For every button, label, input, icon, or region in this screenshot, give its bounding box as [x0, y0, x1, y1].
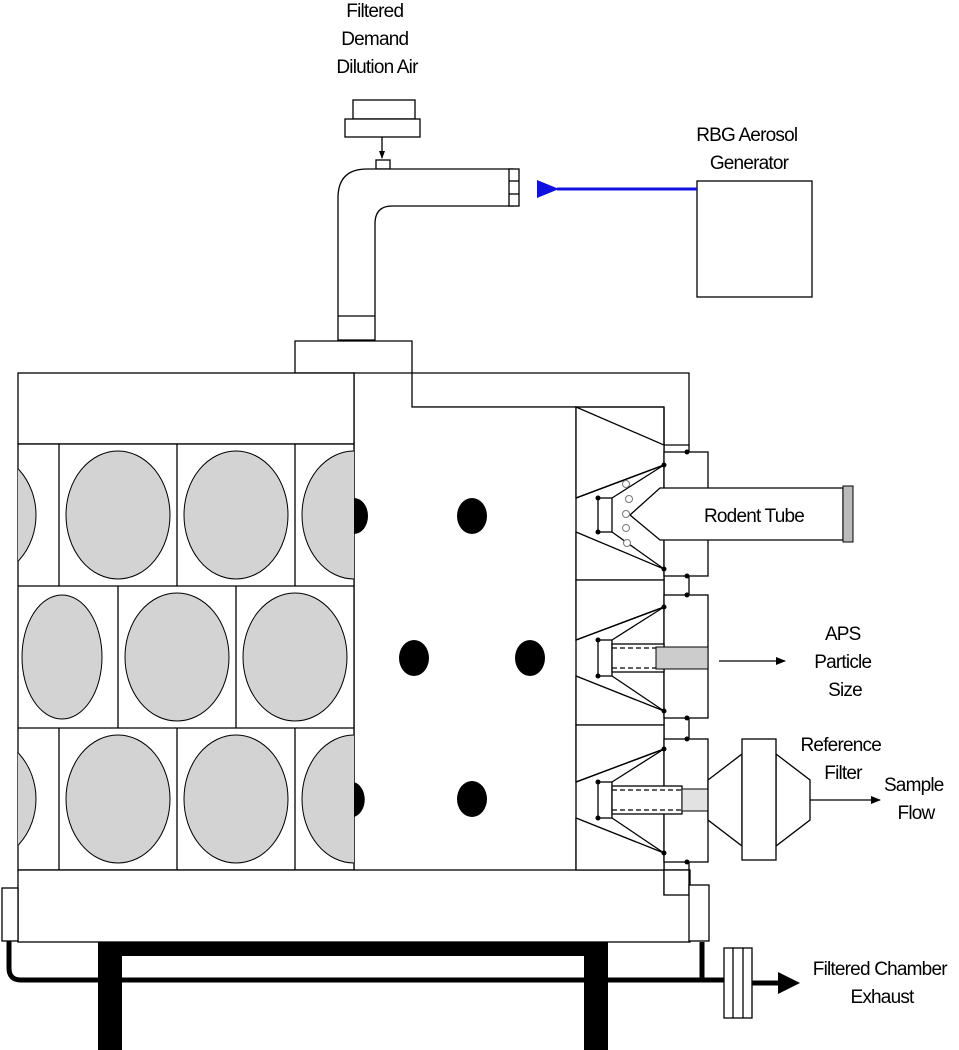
generator-label: RBG Aerosol Generator [696, 125, 802, 174]
aerosol-generator-box [696, 180, 813, 298]
exhaust-filter [723, 947, 800, 1019]
chamber-ports [354, 498, 545, 817]
dilution-air-label: Filtered Demand Dilution Air [336, 1, 419, 78]
chamber-base [1, 887, 724, 1050]
aps-label: APS Particle Size [814, 624, 875, 701]
chamber-plenum [294, 340, 690, 908]
exhaust-label: Filtered Chamber Exhaust [813, 959, 951, 1008]
sample-flow-label: Sample Flow [884, 775, 948, 824]
port-manifold [575, 406, 881, 942]
animal-cabinet [17, 372, 691, 943]
inlet-pipe [337, 168, 520, 341]
reference-filter-label: Reference Filter [801, 735, 886, 784]
dilution-air-filter [344, 99, 421, 170]
rodent-tube-label: Rodent Tube [704, 506, 804, 527]
